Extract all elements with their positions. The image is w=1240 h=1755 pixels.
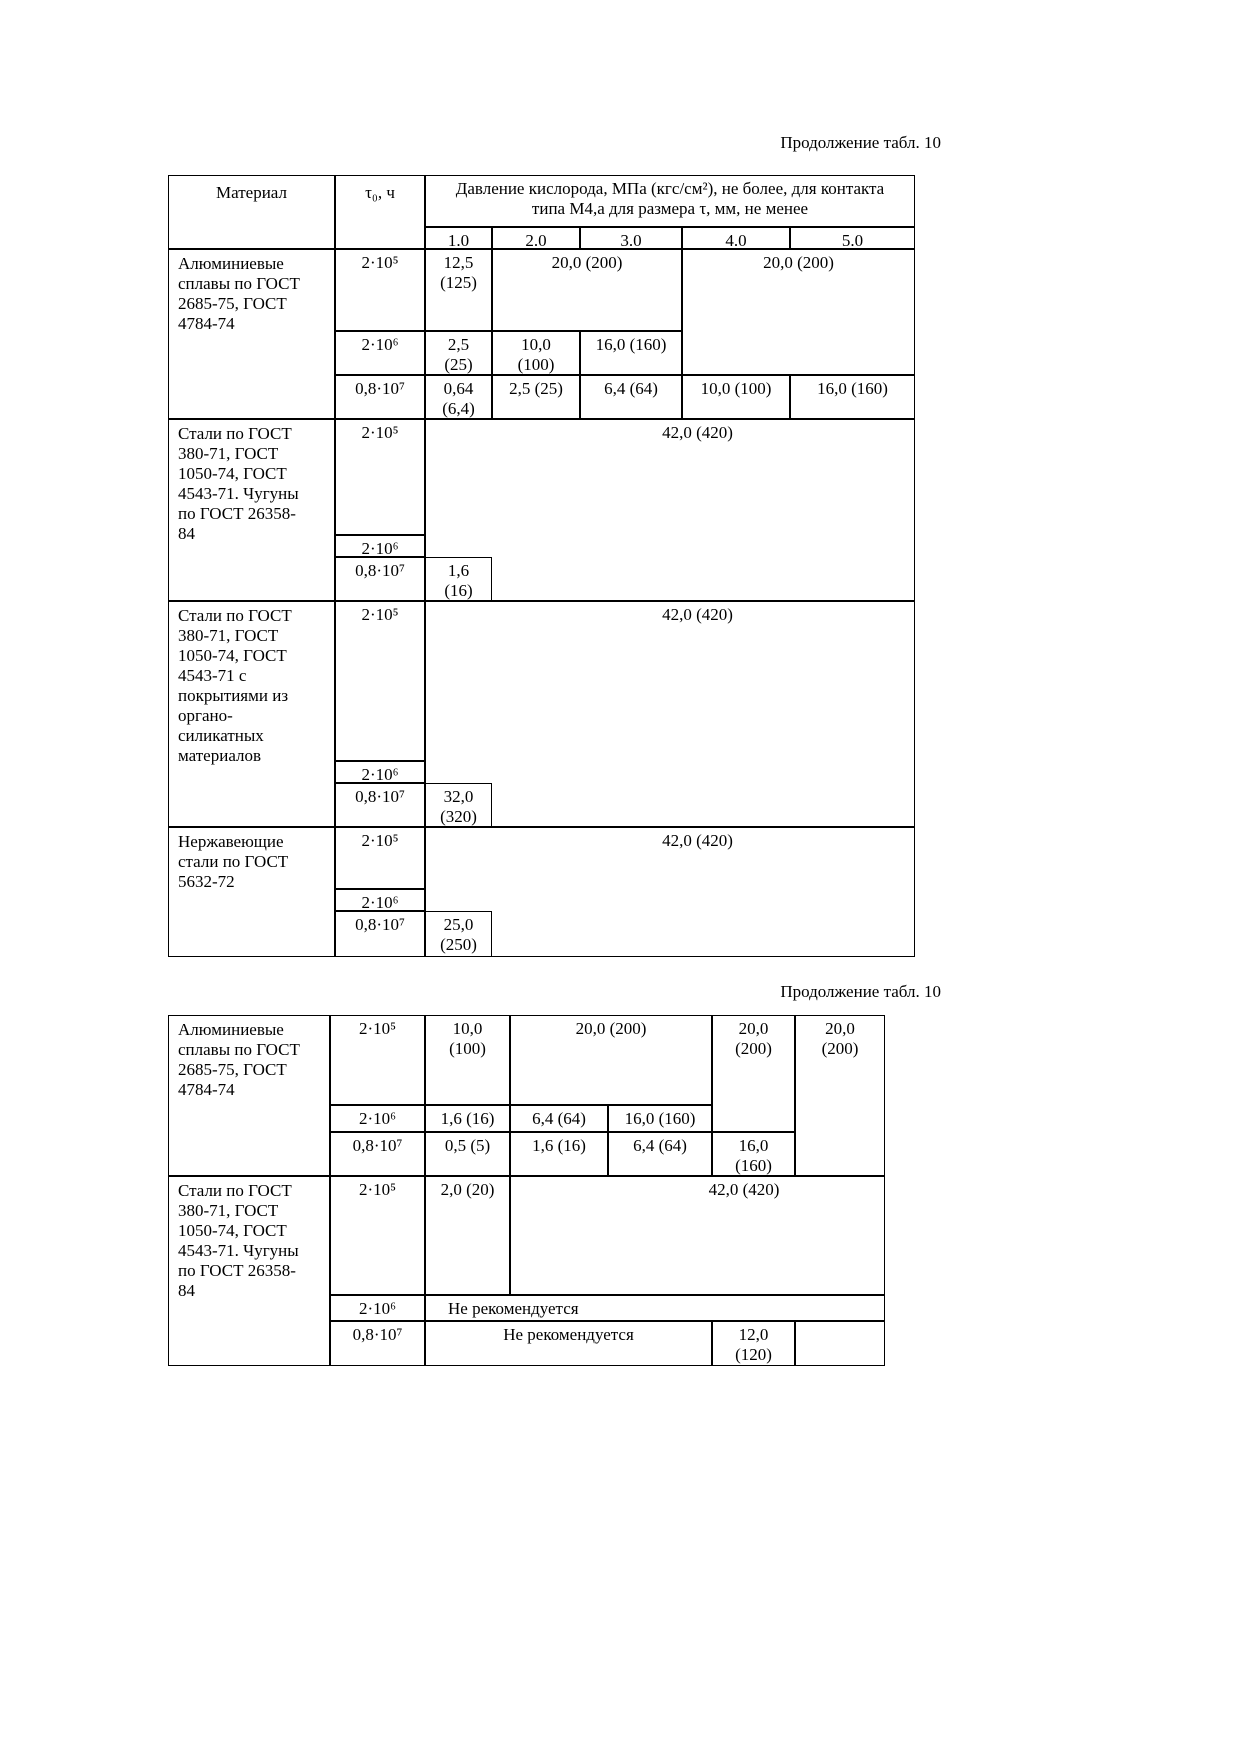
t2-g2-material-steels-cast-irons: Стали по ГОСТ 380-71, ГОСТ 1050-74, ГОСТ…: [168, 1176, 330, 1366]
t1-g1-r1-c2-c3-merged: 20,0 (200): [492, 249, 682, 331]
continuation-caption-middle: Продолжение табл. 10: [780, 982, 941, 1001]
t1-g1-material-aluminum-alloys: Алюминиевые сплавы по ГОСТ 2685-75, ГОСТ…: [168, 249, 335, 419]
t1-g1-tau-3: 0,8·10⁷: [335, 375, 425, 419]
t1-g1-r3-c2: 2,5 (25): [492, 375, 580, 419]
t2-g1-r3-c2: 1,6 (16): [510, 1132, 608, 1176]
t2-g2-tau-1: 2·10⁵: [330, 1176, 425, 1295]
t2-g1-r1-c2-c3-merged: 20,0 (200): [510, 1015, 712, 1105]
t1-g1-tau-2: 2·10⁶: [335, 331, 425, 375]
t2-g1-r3-c1: 0,5 (5): [425, 1132, 510, 1176]
t1-size-col-4: 4.0: [682, 227, 790, 250]
t1-g1-r2-c2: 10,0 (100): [492, 331, 580, 375]
t1-g1-tau-1: 2·10⁵: [335, 249, 425, 331]
t1-g1-r3-c1: 0,64 (6,4): [425, 375, 492, 419]
t1-g3-tau-1: 2·10⁵: [335, 601, 425, 761]
t1-g3-material-steels-organosilicate-coatings: Стали по ГОСТ 380-71, ГОСТ 1050-74, ГОСТ…: [168, 601, 335, 827]
t2-g2-tau-2: 2·10⁶: [330, 1295, 425, 1321]
t1-g4-material-stainless-steels: Нержавеющие стали по ГОСТ 5632-72: [168, 827, 335, 957]
t1-size-col-5: 5.0: [790, 227, 915, 250]
t1-g2-value-box: 1,6 (16): [425, 557, 492, 601]
t1-header-tau: τ₀, ч: [335, 175, 425, 249]
t1-size-col-3: 3.0: [580, 227, 682, 250]
t1-g1-r3-c4: 10,0 (100): [682, 375, 790, 419]
t2-g1-r2-c3: 16,0 (160): [608, 1105, 712, 1132]
t2-g1-r3-c4: 16,0 (160): [712, 1132, 795, 1176]
t1-g3-value-box: 32,0 (320): [425, 783, 492, 827]
continuation-caption-top: Продолжение табл. 10: [780, 133, 941, 152]
t2-g2-r3-not-recommended: Не рекомендуется: [425, 1321, 712, 1366]
t1-g1-r2-c3: 16,0 (160): [580, 331, 682, 375]
t1-g2-tau-3: 0,8·10⁷: [335, 557, 425, 601]
t1-g2-tau-2: 2·10⁶: [335, 535, 425, 558]
t1-g1-r3-c3: 6,4 (64): [580, 375, 682, 419]
t2-g2-r2-not-recommended: Не рекомендуется: [425, 1295, 885, 1321]
t1-g3-tau-2: 2·10⁶: [335, 761, 425, 784]
t1-g2-material-steels-cast-irons: Стали по ГОСТ 380-71, ГОСТ 1050-74, ГОСТ…: [168, 419, 335, 601]
t1-size-col-1: 1.0: [425, 227, 492, 250]
t2-g1-material-aluminum-alloys: Алюминиевые сплавы по ГОСТ 2685-75, ГОСТ…: [168, 1015, 330, 1176]
t2-g1-r2-c2: 6,4 (64): [510, 1105, 608, 1132]
t1-g1-r2-c1: 2,5 (25): [425, 331, 492, 375]
t2-g2-r1-c1: 2,0 (20): [425, 1176, 510, 1295]
t2-g1-r1-c1: 10,0 (100): [425, 1015, 510, 1105]
t1-header-pressure-title: Давление кислорода, МПа (кгс/см²), не бо…: [425, 175, 915, 227]
t2-g1-r2-c1: 1,6 (16): [425, 1105, 510, 1132]
t2-g2-tau-3: 0,8·10⁷: [330, 1321, 425, 1366]
t1-g3-merged-value: 42,0 (420): [425, 601, 915, 827]
t2-g2-r3-value-box: 12,0 (120): [712, 1321, 795, 1366]
t2-g1-r3-c3: 6,4 (64): [608, 1132, 712, 1176]
materials-pressure-table-lower: Алюминиевые сплавы по ГОСТ 2685-75, ГОСТ…: [168, 1015, 885, 1366]
t1-g4-merged-value: 42,0 (420): [425, 827, 915, 957]
t1-g4-value-box: 25,0 (250): [425, 911, 492, 957]
t1-g4-tau-1: 2·10⁵: [335, 827, 425, 889]
t1-g4-tau-3: 0,8·10⁷: [335, 911, 425, 957]
t2-g2-r3-empty-cell: [795, 1321, 885, 1366]
materials-pressure-table-upper: Материал τ₀, ч Давление кислорода, МПа (…: [168, 175, 915, 957]
t1-g2-tau-1: 2·10⁵: [335, 419, 425, 535]
t1-size-col-2: 2.0: [492, 227, 580, 250]
t2-g1-r1-c4: 20,0 (200): [712, 1015, 795, 1132]
t1-header-material: Материал: [168, 175, 335, 249]
t2-g2-r1-merged-value: 42,0 (420): [510, 1176, 885, 1295]
t1-g1-r1-c1: 12,5 (125): [425, 249, 492, 331]
t2-g1-tau-3: 0,8·10⁷: [330, 1132, 425, 1176]
t1-g1-r1-c4-c5-merged: 20,0 (200): [682, 249, 915, 375]
t2-g1-tau-1: 2·10⁵: [330, 1015, 425, 1105]
t2-g1-r1-c5: 20,0 (200): [795, 1015, 885, 1176]
t2-g1-tau-2: 2·10⁶: [330, 1105, 425, 1132]
t1-g3-tau-3: 0,8·10⁷: [335, 783, 425, 827]
t1-g4-tau-2: 2·10⁶: [335, 889, 425, 912]
t1-g2-merged-value: 42,0 (420): [425, 419, 915, 601]
t1-g1-r3-c5: 16,0 (160): [790, 375, 915, 419]
